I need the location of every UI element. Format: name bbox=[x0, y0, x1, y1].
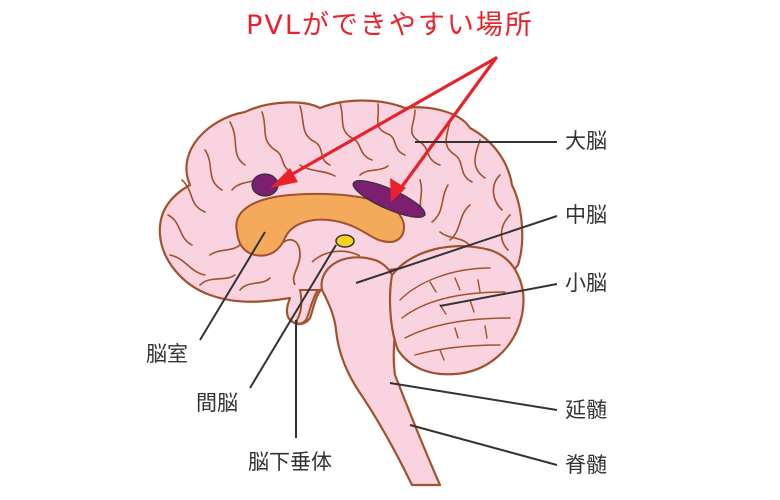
yellow-dot bbox=[335, 234, 355, 248]
arrowhead-left bbox=[270, 168, 298, 188]
label-diencephalon: 間脳 bbox=[196, 391, 238, 415]
brainstem-shape bbox=[320, 256, 442, 487]
pituitary-stalk bbox=[295, 289, 320, 325]
label-midbrain: 中脳 bbox=[565, 203, 607, 227]
ventricle-shape bbox=[235, 192, 405, 257]
pvl-arrows bbox=[280, 56, 498, 194]
diagram-title: PVLができやすい場所 bbox=[246, 10, 534, 41]
arrowhead-right bbox=[390, 178, 406, 202]
label-pituitary: 脳下垂体 bbox=[248, 450, 332, 474]
label-ventricle: 脳室 bbox=[146, 342, 188, 366]
label-cerebrum: 大脳 bbox=[565, 129, 607, 153]
label-spinal-cord: 脊髄 bbox=[565, 453, 607, 477]
cerebellum-shape bbox=[388, 245, 525, 376]
label-cerebellum: 小脳 bbox=[565, 271, 607, 295]
leader-lines bbox=[199, 141, 558, 466]
label-medulla: 延髄 bbox=[565, 398, 607, 422]
diencephalon-curve bbox=[279, 238, 301, 286]
